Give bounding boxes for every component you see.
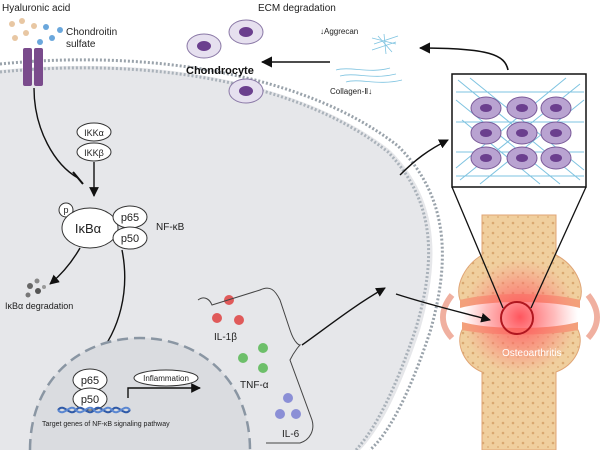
inhibition-line bbox=[33, 87, 79, 179]
nucleus-p50-label: p50 bbox=[81, 394, 99, 406]
il6-label: IL-6 bbox=[282, 429, 300, 440]
cytokine-out-arrow bbox=[301, 287, 386, 346]
to-joint-arrow bbox=[395, 293, 491, 323]
ikkb-label: IKKβ bbox=[84, 148, 104, 158]
degradation-particles bbox=[25, 278, 46, 298]
zoom-line-right bbox=[530, 186, 587, 309]
ikka-node bbox=[76, 122, 112, 142]
cell-membrane-inner bbox=[0, 66, 431, 450]
dna-strand bbox=[57, 406, 131, 414]
il6-molecules bbox=[275, 393, 301, 419]
chondroitin-label-line1: Chondroitin bbox=[66, 27, 117, 38]
target-genes-label: Target genes of NF-κB signaling pathway bbox=[42, 421, 170, 428]
aggrecan-label: ↓Aggrecan bbox=[320, 27, 358, 36]
p50-node bbox=[112, 226, 148, 250]
cartilage-zoom-box bbox=[451, 73, 587, 188]
tnfa-label: TNF-α bbox=[240, 380, 269, 391]
cytokine-bracket bbox=[197, 287, 314, 444]
inflammation-label: Inflammation bbox=[143, 374, 189, 383]
collagen-label: Collagen-Ⅱ↓ bbox=[330, 87, 372, 96]
nucleus bbox=[28, 336, 252, 450]
nucleus-p65-label: p65 bbox=[81, 375, 99, 387]
nfkb-label: NF-κB bbox=[156, 222, 185, 233]
zoom-line-left bbox=[451, 186, 504, 309]
to-zoom-box-arrow bbox=[399, 139, 449, 176]
ikba-label: IκBα bbox=[75, 221, 102, 236]
membrane-receptor bbox=[23, 48, 43, 86]
p65-label: p65 bbox=[121, 212, 139, 224]
ikka-label: IKKα bbox=[84, 128, 104, 138]
ikkb-node bbox=[76, 142, 112, 162]
p50-label: p50 bbox=[121, 233, 139, 245]
particle-cluster bbox=[9, 18, 63, 45]
ikba-degradation-label: IκBα degradation bbox=[5, 301, 73, 311]
chondrocyte-cells bbox=[186, 19, 264, 104]
tnfa-molecules bbox=[238, 343, 268, 373]
aggrecan-fibers bbox=[371, 33, 399, 55]
inhibition-bar bbox=[72, 171, 84, 185]
inflammation-arrow bbox=[127, 383, 201, 398]
collagen-fibers bbox=[335, 67, 403, 83]
hyaluronic-acid-label: Hyaluronic acid bbox=[2, 3, 70, 14]
phospho-label: p bbox=[63, 205, 68, 215]
inflammation-pill bbox=[133, 369, 199, 387]
chondroitin-label-line2: sulfate bbox=[66, 39, 96, 50]
ikba-node bbox=[61, 207, 119, 249]
zoom-to-ecm-arrow bbox=[418, 42, 509, 71]
inflammation-focus-ring bbox=[500, 301, 534, 335]
chondrocyte-label: Chondrocyte bbox=[186, 65, 254, 77]
ecm-degradation-label: ECM degradation bbox=[258, 3, 336, 14]
to-degradation-arrow bbox=[49, 247, 81, 285]
nucleus-p50-node bbox=[72, 387, 108, 411]
osteoarthritis-label: Osteoarthritis bbox=[502, 348, 561, 359]
il1b-label: IL-1β bbox=[214, 332, 237, 343]
joint-illustration bbox=[440, 214, 600, 450]
cell-membrane-outer bbox=[0, 58, 444, 450]
